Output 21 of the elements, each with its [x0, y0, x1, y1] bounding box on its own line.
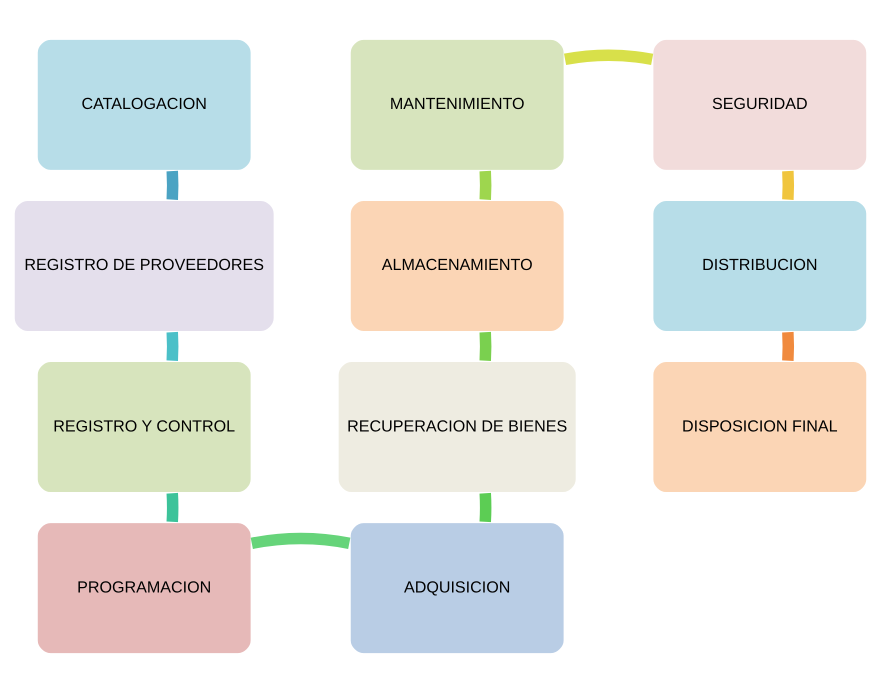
- connector: [782, 170, 794, 200]
- node-box: REGISTRO Y CONTROL: [34, 360, 252, 494]
- node-box: DISPOSICION FINAL: [650, 360, 868, 494]
- node-box: ADQUISICION: [348, 520, 566, 656]
- connector: [479, 492, 491, 522]
- connector: [250, 532, 350, 550]
- connector: [564, 50, 653, 66]
- connector: [166, 332, 178, 361]
- connector: [782, 332, 794, 361]
- node-box: RECUPERACION DE BIENES: [336, 360, 578, 494]
- node-box: SEGURIDAD: [650, 38, 868, 172]
- node-box: PROGRAMACION: [34, 520, 252, 656]
- node-box: ALMACENAMIENTO: [348, 198, 566, 334]
- node-box: MANTENIMIENTO: [348, 38, 566, 172]
- connector: [479, 170, 491, 200]
- connector: [479, 332, 491, 361]
- node-box: REGISTRO DE PROVEEDORES: [12, 198, 276, 334]
- connector: [166, 492, 178, 522]
- connector: [166, 170, 178, 200]
- node-box: CATALOGACION: [34, 38, 252, 172]
- node-box: DISTRIBUCION: [650, 198, 868, 334]
